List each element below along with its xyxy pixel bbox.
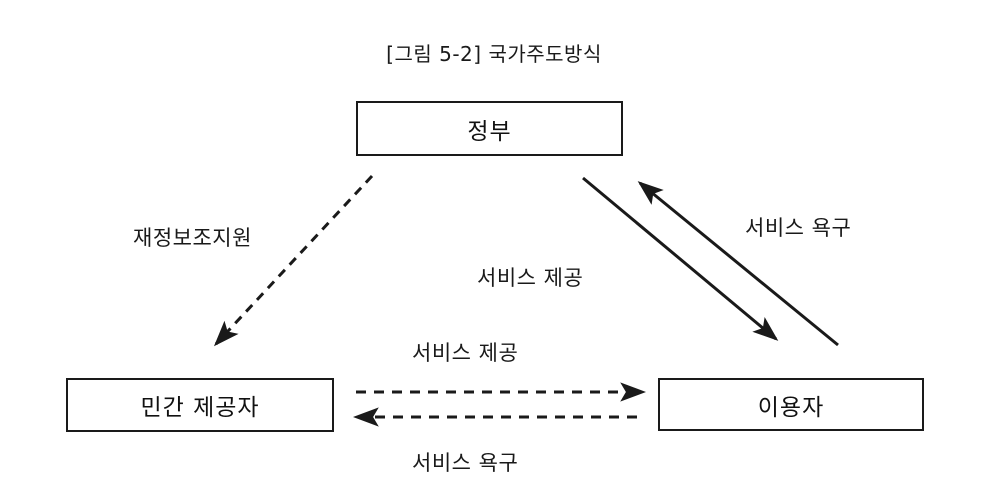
- node-government[interactable]: 정부: [356, 101, 623, 156]
- node-user[interactable]: 이용자: [658, 378, 924, 431]
- edge-label-service-provision-provider: 서비스 제공: [412, 341, 519, 365]
- edge-label-service-need-user: 서비스 욕구: [412, 451, 519, 475]
- edge-gov-to-provider: [213, 174, 374, 347]
- figure-title: [그림 5-2] 국가주도방식: [386, 42, 602, 66]
- node-private-provider-label: 민간 제공자: [140, 395, 260, 421]
- node-government-label: 정부: [467, 118, 512, 145]
- node-user-label: 이용자: [757, 394, 825, 421]
- edge-label-service-provision-government: 서비스 제공: [477, 266, 584, 290]
- edge-label-service-need-government: 서비스 욕구: [745, 216, 852, 240]
- edge-user-to-gov: [637, 181, 839, 347]
- edge-label-financial-subsidy: 재정보조지원: [133, 226, 252, 250]
- node-private-provider[interactable]: 민간 제공자: [66, 378, 334, 432]
- edge-gov-to-user: [582, 176, 779, 341]
